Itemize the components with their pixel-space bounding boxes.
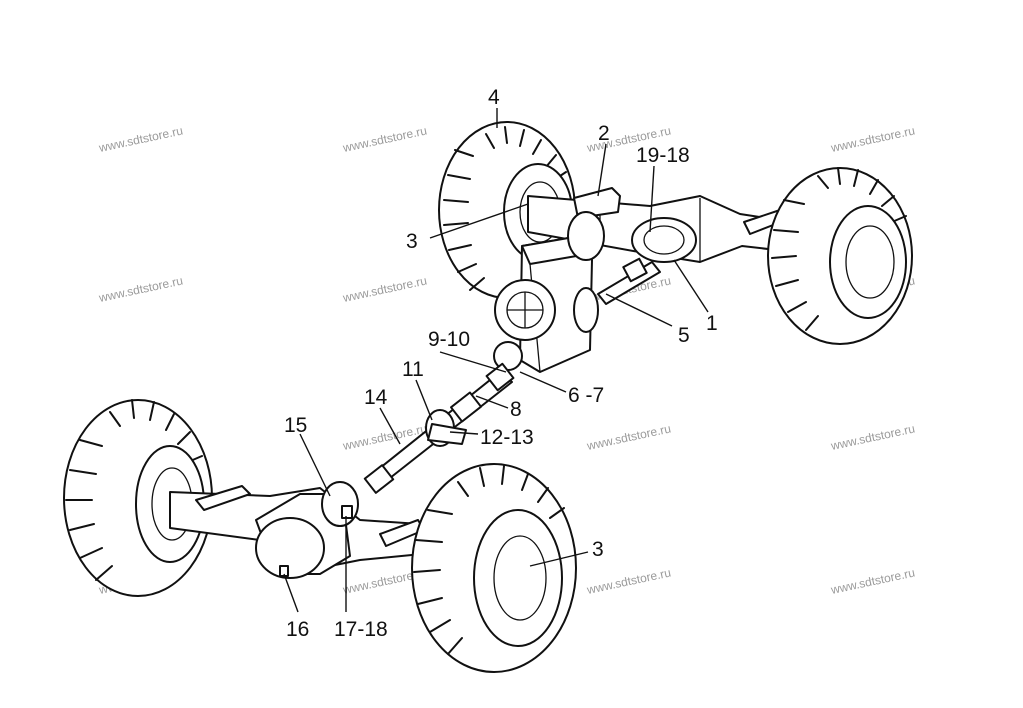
front-right-wheel	[411, 463, 577, 673]
front-axle-assembly	[63, 399, 577, 673]
watermark-text: www.sdtstore.ru	[341, 123, 428, 155]
front-left-wheel	[63, 399, 213, 597]
callout-5: 5	[678, 324, 690, 347]
callout-17-18: 17-18	[334, 618, 388, 641]
rear-propeller-shaft	[597, 257, 661, 305]
watermark-text: www.sdtstore.ru	[341, 273, 428, 305]
callout-8: 8	[510, 398, 522, 421]
watermark-text: www.sdtstore.ru	[585, 565, 672, 597]
leader-lines	[283, 108, 709, 613]
callout-6-7: 6 -7	[568, 384, 604, 407]
callout-12-13: 12-13	[480, 426, 534, 449]
watermark-text: www.sdtstore.ru	[829, 421, 916, 453]
watermark-text: www.sdtstore.ru	[585, 421, 672, 453]
watermark-text: www.sdtstore.ru	[97, 273, 184, 305]
callout-15: 15	[284, 414, 307, 437]
callout-1: 1	[706, 312, 718, 335]
callout-11: 11	[402, 358, 424, 381]
watermark-text: www.sdtstore.ru	[97, 123, 184, 155]
callout-3-front: 3	[592, 538, 604, 561]
front-propeller-shaft	[363, 362, 515, 494]
callout-labels: 4 2 19-18 3 1 5 9-10 11 6 -7 14 8 15 12-…	[284, 86, 718, 641]
callout-14: 14	[364, 386, 388, 409]
callout-16: 16	[286, 618, 309, 641]
callout-2: 2	[598, 122, 610, 145]
watermark-text: www.sdtstore.ru	[829, 565, 916, 597]
rear-differential	[631, 217, 697, 263]
callout-9-10: 9-10	[428, 328, 470, 351]
callout-4: 4	[488, 86, 500, 109]
transfer-case	[493, 211, 605, 373]
front-mount-left	[195, 485, 251, 511]
callout-3-rear: 3	[406, 230, 418, 253]
callout-19-18: 19-18	[636, 144, 690, 167]
rear-right-wheel	[767, 167, 913, 345]
watermark-text: www.sdtstore.ru	[829, 123, 916, 155]
